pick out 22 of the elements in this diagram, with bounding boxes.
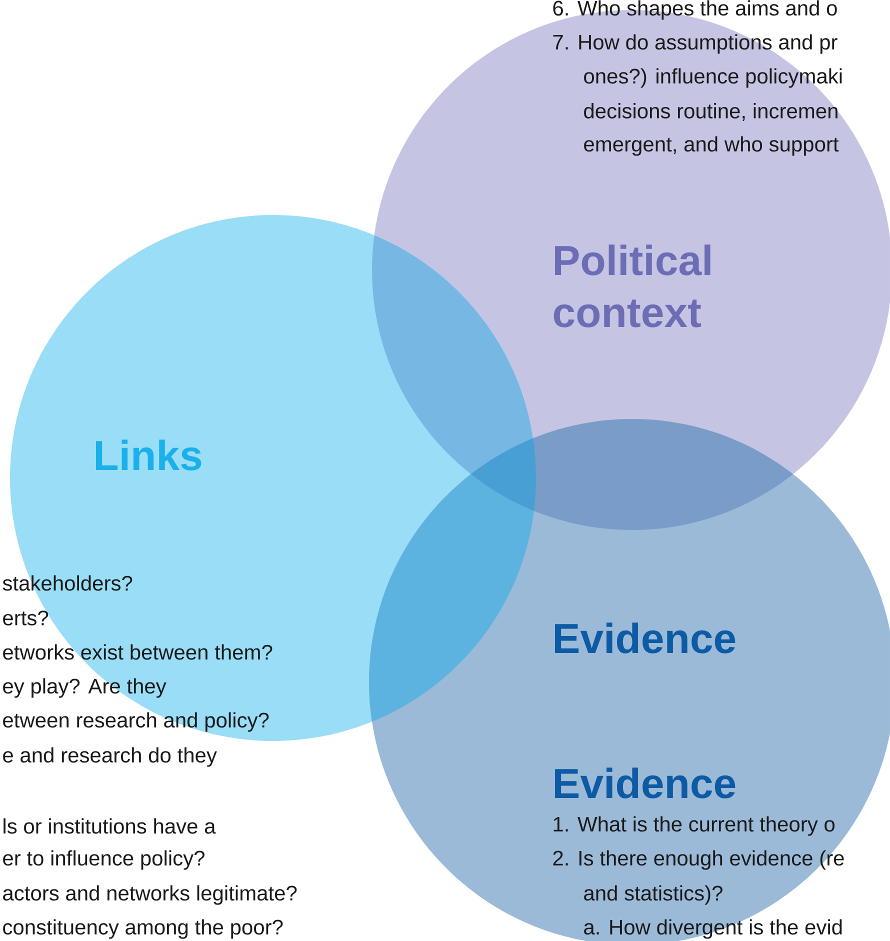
list-item: erts? bbox=[3, 610, 48, 626]
list-item: actors and networks legitimate? bbox=[3, 885, 297, 905]
list-item: 2. Is there enough evidence (re bbox=[553, 850, 844, 870]
list-item: 6. Who shapes the aims and o bbox=[553, 0, 837, 20]
list-item: decisions routine, incremen bbox=[584, 103, 838, 121]
list-item: er to influence policy? bbox=[3, 850, 204, 870]
list-item: a. How divergent is the evid bbox=[584, 919, 842, 939]
list-item: ls or institutions have a bbox=[4, 818, 216, 834]
list-item: and statistics)? bbox=[584, 885, 722, 905]
list-item: 1. What is the current theory o bbox=[554, 816, 835, 836]
list-item: ones?) influence policymaki bbox=[584, 68, 842, 88]
list-item: etween research and policy? bbox=[3, 712, 269, 732]
circle-title: Links bbox=[96, 440, 202, 470]
list-item: stakeholders? bbox=[2, 575, 132, 591]
list-item: constituency among the poor? bbox=[3, 919, 283, 939]
circle-title: Political context bbox=[554, 244, 710, 328]
list-item: etworks exist between them? bbox=[3, 644, 272, 660]
list-item: 7. How do assumptions and pr bbox=[553, 34, 838, 54]
list-item: ey play? Are they bbox=[3, 678, 166, 698]
circle-title: Evidence bbox=[555, 622, 736, 654]
section-heading: Evidence bbox=[555, 768, 736, 798]
list-item: emergent, and who support bbox=[584, 136, 839, 156]
